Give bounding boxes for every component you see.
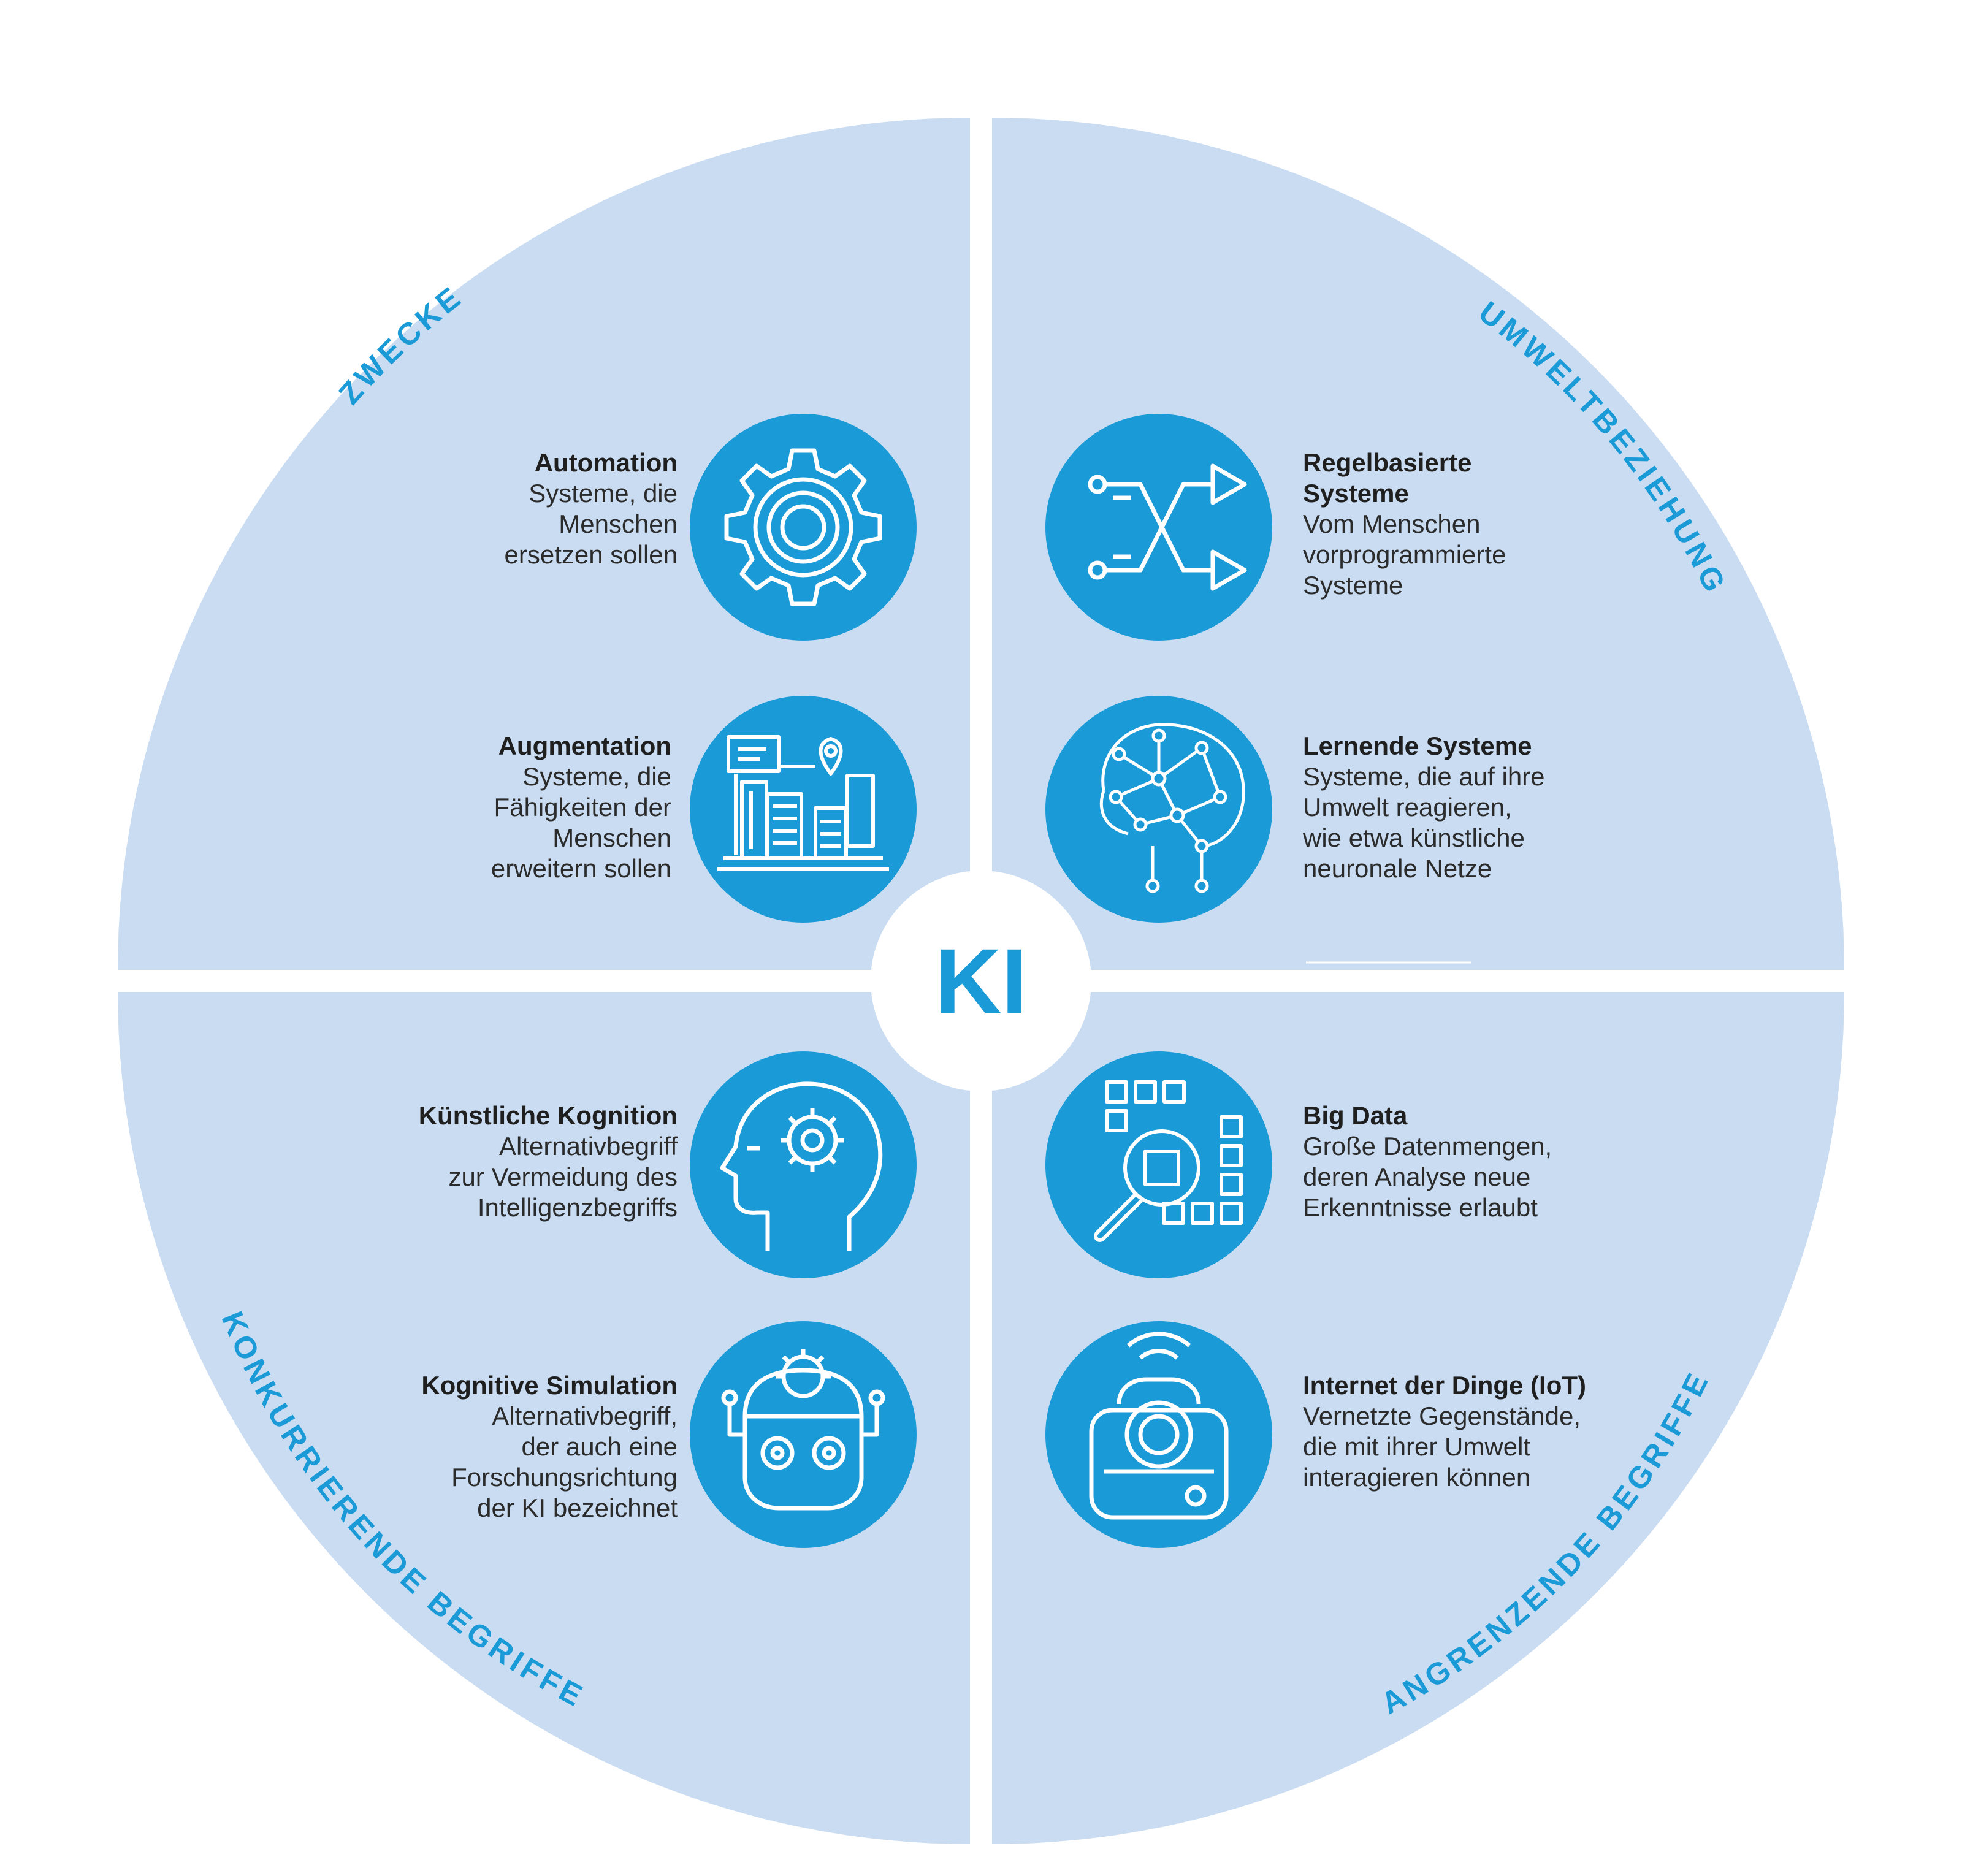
shuffle-arrows-icon [1045,414,1272,641]
item-lernende: Lernende Systeme Systeme, die auf ihre U… [1303,731,1671,884]
item-automation-line-3: ersetzen sollen [504,540,678,569]
item-kognition-line-1: Alternativbegriff [498,1132,678,1161]
item-bigdata: Big Data Große Datenmengen, deren Analys… [1303,1100,1671,1223]
item-regelbasierte-line-2: vorprogrammierte [1303,540,1506,569]
item-iot-line-3: interagieren können [1303,1463,1531,1492]
item-bigdata-line-3: Erkenntnisse erlaubt [1303,1193,1538,1222]
item-lernende-line-1: Systeme, die auf ihre [1303,762,1545,791]
item-iot-line-2: die mit ihrer Umwelt [1303,1432,1531,1461]
item-kognition: Künstliche Kognition Alternativbegriff z… [310,1100,678,1223]
item-lernende-line-4: neuronale Netze [1303,854,1492,883]
item-regelbasierte-title-1: Regelbasierte [1303,448,1472,477]
item-automation-line-1: Systeme, die [529,479,678,508]
item-regelbasierte-line-1: Vom Menschen [1303,509,1481,538]
item-simulation-line-3: Forschungsrichtung [451,1463,678,1492]
item-lernende-line-2: Umwelt reagieren, [1303,793,1512,822]
item-iot-line-1: Vernetzte Gegenstände, [1303,1401,1581,1430]
smart-city-icon [690,696,917,923]
item-bigdata-line-2: deren Analyse neue [1303,1162,1531,1191]
item-automation-title: Automation [534,448,678,477]
item-bigdata-title: Big Data [1303,1101,1408,1130]
item-kognition-line-2: zur Vermeidung des [448,1162,678,1191]
item-augmentation-line-4: erweitern sollen [490,854,671,883]
item-simulation-line-2: der auch eine [521,1432,678,1461]
item-simulation-line-4: der KI bezeichnet [477,1493,678,1522]
item-regelbasierte-line-3: Systeme [1303,571,1403,600]
item-iot-title: Internet der Dinge (IoT) [1303,1371,1586,1400]
item-simulation-line-1: Alternativbegriff, [492,1401,678,1430]
neural-brain-icon [1045,696,1272,923]
item-kognition-title: Künstliche Kognition [418,1101,678,1130]
item-augmentation-title: Augmentation [498,731,671,760]
item-augmentation-line-1: Systeme, die [522,762,671,791]
item-lernende-title: Lernende Systeme [1303,731,1532,760]
robot-head-icon [690,1321,917,1548]
gear-icon [690,414,917,641]
item-simulation: Kognitive Simulation Alternativbegriff, … [310,1370,678,1523]
head-gear-icon [690,1051,917,1278]
item-regelbasierte-title-2: Systeme [1303,479,1409,508]
center-label: KI [935,929,1027,1032]
data-magnifier-icon [1045,1051,1272,1278]
item-automation-line-2: Menschen [559,509,678,538]
iot-camera-icon [1045,1321,1272,1548]
item-augmentation-line-2: Fähigkeiten der [494,793,671,822]
item-bigdata-line-1: Große Datenmengen, [1303,1132,1552,1161]
item-iot: Internet der Dinge (IoT) Vernetzte Gegen… [1303,1370,1671,1493]
center-circle [871,871,1091,1091]
item-simulation-title: Kognitive Simulation [421,1371,678,1400]
item-augmentation-line-3: Menschen [552,823,671,852]
item-regelbasierte: Regelbasierte Systeme Vom Menschen vorpr… [1303,448,1671,601]
item-kognition-line-3: Intelligenzbegriffs [477,1193,678,1222]
item-lernende-line-3: wie etwa künstliche [1303,823,1525,852]
item-augmentation: Augmentation Systeme, die Fähigkeiten de… [303,731,671,884]
item-automation: Automation Systeme, die Menschen ersetze… [310,448,678,570]
